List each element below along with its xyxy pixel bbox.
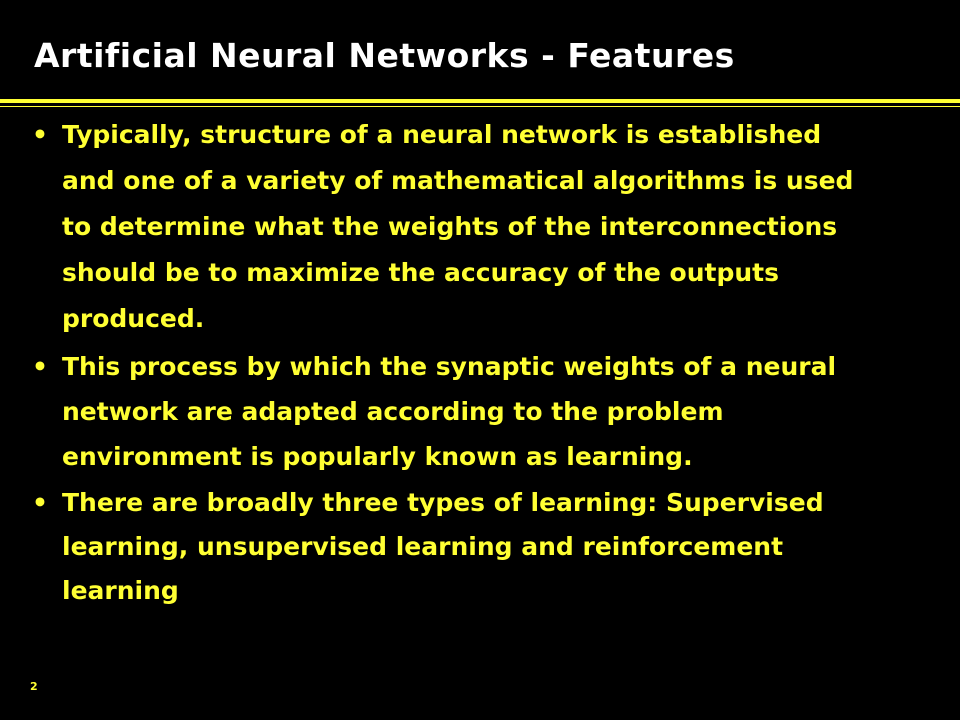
bullet-item: • This process by which the synaptic wei… <box>30 344 930 479</box>
bullet-list: • Typically, structure of a neural netwo… <box>30 112 930 615</box>
bullet-line: and one of a variety of mathematical alg… <box>62 166 854 195</box>
bullet-line: This process by which the synaptic weigh… <box>62 352 837 381</box>
slide-title: Artificial Neural Networks - Features <box>34 36 735 75</box>
bullet-line: learning <box>62 576 179 605</box>
bullet-line: network are adapted according to the pro… <box>62 397 724 426</box>
page-number: 2 <box>30 680 38 693</box>
bullet-line: produced. <box>62 304 205 333</box>
bullet-icon: • <box>32 488 48 517</box>
bullet-line: to determine what the weights of the int… <box>62 212 838 241</box>
bullet-line: should be to maximize the accuracy of th… <box>62 258 779 287</box>
bullet-item: • Typically, structure of a neural netwo… <box>30 112 930 342</box>
bullet-icon: • <box>32 352 48 381</box>
bullet-line: There are broadly three types of learnin… <box>62 488 824 517</box>
bullet-line: Typically, structure of a neural network… <box>62 120 822 149</box>
bullet-line: learning, unsupervised learning and rein… <box>62 532 784 561</box>
bullet-item: • There are broadly three types of learn… <box>30 481 930 613</box>
bullet-line: environment is popularly known as learni… <box>62 442 693 471</box>
title-divider-thin <box>0 106 960 107</box>
title-divider-thick <box>0 99 960 103</box>
bullet-icon: • <box>32 120 48 149</box>
